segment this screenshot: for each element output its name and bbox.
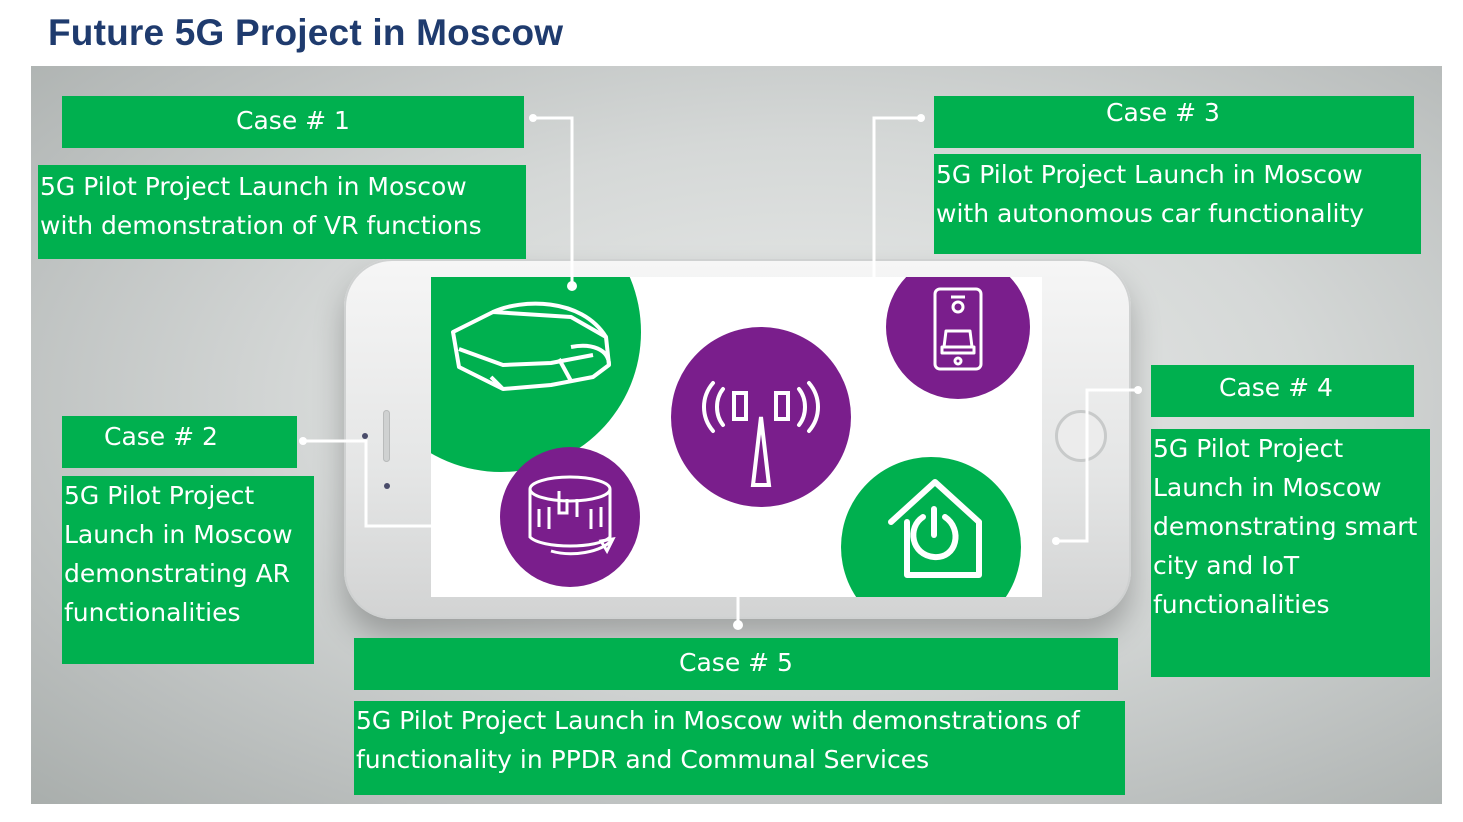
phone-home-button <box>1055 410 1107 462</box>
phone-speaker <box>383 410 390 462</box>
vr-headset-icon <box>431 277 641 472</box>
page-title: Future 5G Project in Moscow <box>48 12 564 53</box>
case-4-header: Case # 4 <box>1151 365 1414 417</box>
case-5-header: Case # 5 <box>354 638 1118 690</box>
phone-sensor <box>362 433 368 439</box>
case-1-header: Case # 1 <box>62 96 524 148</box>
case-4-description: 5G Pilot Project Launch in Moscow demons… <box>1151 429 1430 677</box>
case-1-description: 5G Pilot Project Launch in Moscow with d… <box>38 165 526 259</box>
case-2-description: 5G Pilot Project Launch in Moscow demons… <box>62 476 314 664</box>
phone-camera <box>384 483 390 489</box>
case-3-header: Case # 3 <box>934 96 1414 148</box>
autonomous-car-phone-icon <box>886 277 1030 399</box>
case-2-header: Case # 2 <box>62 416 297 468</box>
ar-city-icon <box>500 447 640 587</box>
phone-screen <box>431 277 1042 597</box>
antenna-tower-icon <box>671 327 851 507</box>
case-3-description: 5G Pilot Project Launch in Moscow with a… <box>934 154 1421 254</box>
case-5-description: 5G Pilot Project Launch in Moscow with d… <box>354 701 1125 795</box>
smart-home-icon <box>841 457 1021 597</box>
